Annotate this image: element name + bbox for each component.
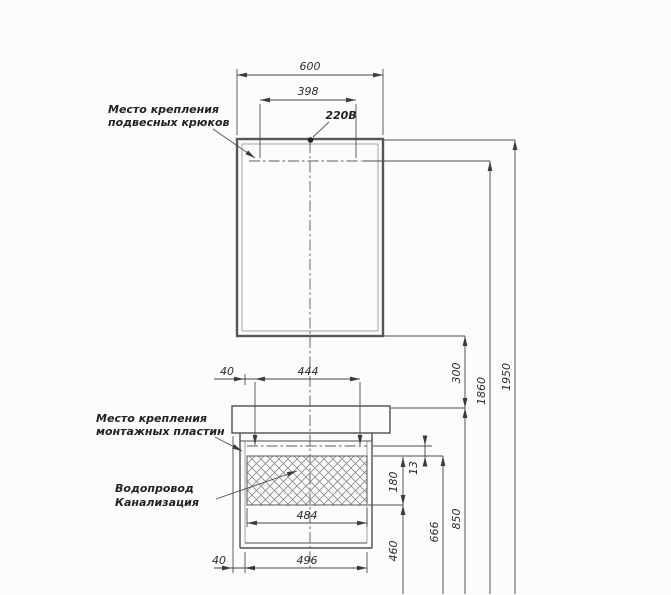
- dim-484-value: 484: [297, 509, 318, 522]
- water-label-line1: Водопровод: [115, 482, 194, 495]
- dim-hook-span: 398: [259, 85, 357, 158]
- plates-leader-line: [214, 436, 243, 452]
- dim-460-value: 460: [387, 541, 400, 562]
- socket-leader-line: [312, 121, 330, 138]
- water-label: Водопровод Канализация: [115, 470, 298, 509]
- water-label-line2: Канализация: [115, 496, 199, 509]
- hooks-leader-line: [212, 128, 256, 159]
- dim-600-value: 600: [300, 60, 321, 73]
- dim-1860-value: 1860: [475, 377, 488, 405]
- dim-cabinet-width: 40 496: [212, 436, 368, 573]
- dim-plate-offset-and-span: 40 444: [214, 365, 363, 445]
- plates-label-line1: Место крепления: [96, 412, 207, 425]
- hooks-label-line1: Место крепления: [108, 103, 219, 116]
- dim-40-bottom-value: 40: [212, 554, 226, 567]
- countertop: [231, 405, 391, 434]
- dim-mirror-width: 600: [236, 60, 384, 135]
- hooks-label-line2: подвесных крюков: [108, 116, 230, 129]
- plates-label: Место крепления монтажных пластин: [96, 412, 243, 452]
- dim-hatch-width: 484: [246, 508, 368, 527]
- dim-180-value: 180: [387, 472, 400, 493]
- dim-850-value: 850: [450, 509, 463, 530]
- dim-444-value: 444: [298, 365, 319, 378]
- hooks-label: Место крепления подвесных крюков: [108, 103, 256, 159]
- dim-496-value: 496: [297, 554, 318, 567]
- dim-40-top-value: 40: [220, 365, 234, 378]
- dim-398-value: 398: [298, 85, 319, 98]
- vanity-unit: [231, 405, 391, 549]
- water-leader-line: [215, 470, 298, 500]
- dim-13-value: 13: [407, 461, 420, 475]
- socket-point: [307, 137, 314, 143]
- dim-666-value: 666: [428, 522, 441, 543]
- dim-1950-value: 1950: [500, 363, 513, 391]
- dim-300-value: 300: [450, 363, 463, 384]
- socket-label: 220В: [325, 109, 356, 122]
- socket-callout: 220В: [307, 109, 357, 143]
- utilities-hatch-zone: [246, 455, 368, 506]
- plates-label-line2: монтажных пластин: [96, 425, 225, 438]
- vertical-dimensions: 1950 1860 300 850 13 666 180 460: [362, 139, 518, 594]
